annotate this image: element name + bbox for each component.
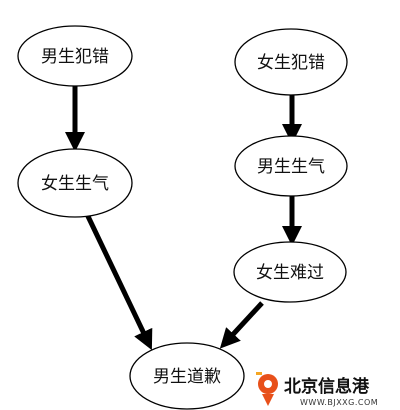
watermark-name: 北京信息港 (284, 376, 370, 397)
node-boy-angry: 男生生气 (234, 135, 348, 197)
watermark-url: WWW.BJXXG.COM (300, 398, 378, 407)
node-label: 男生生气 (257, 157, 325, 177)
node-girl-angry: 女生生气 (17, 148, 133, 218)
node-label: 女生难过 (256, 263, 324, 283)
node-boy-apology: 男生道歉 (129, 342, 245, 410)
node-girl-sad: 女生难过 (233, 241, 347, 303)
edge-girl-angry-to-boy-apology (82, 208, 153, 351)
node-boy-mistake: 男生犯错 (17, 25, 133, 87)
node-girl-mistake: 女生犯错 (234, 28, 348, 96)
edge-girl-sad-to-boy-apology (219, 301, 264, 349)
node-label: 女生犯错 (257, 53, 325, 73)
edges (65, 84, 302, 351)
node-label: 女生生气 (41, 174, 109, 194)
node-label: 男生犯错 (41, 47, 109, 67)
logo-icon (256, 372, 278, 406)
watermark-logo: 北京信息港 WWW.BJXXG.COM (256, 372, 378, 407)
node-label: 男生道歉 (153, 367, 221, 387)
